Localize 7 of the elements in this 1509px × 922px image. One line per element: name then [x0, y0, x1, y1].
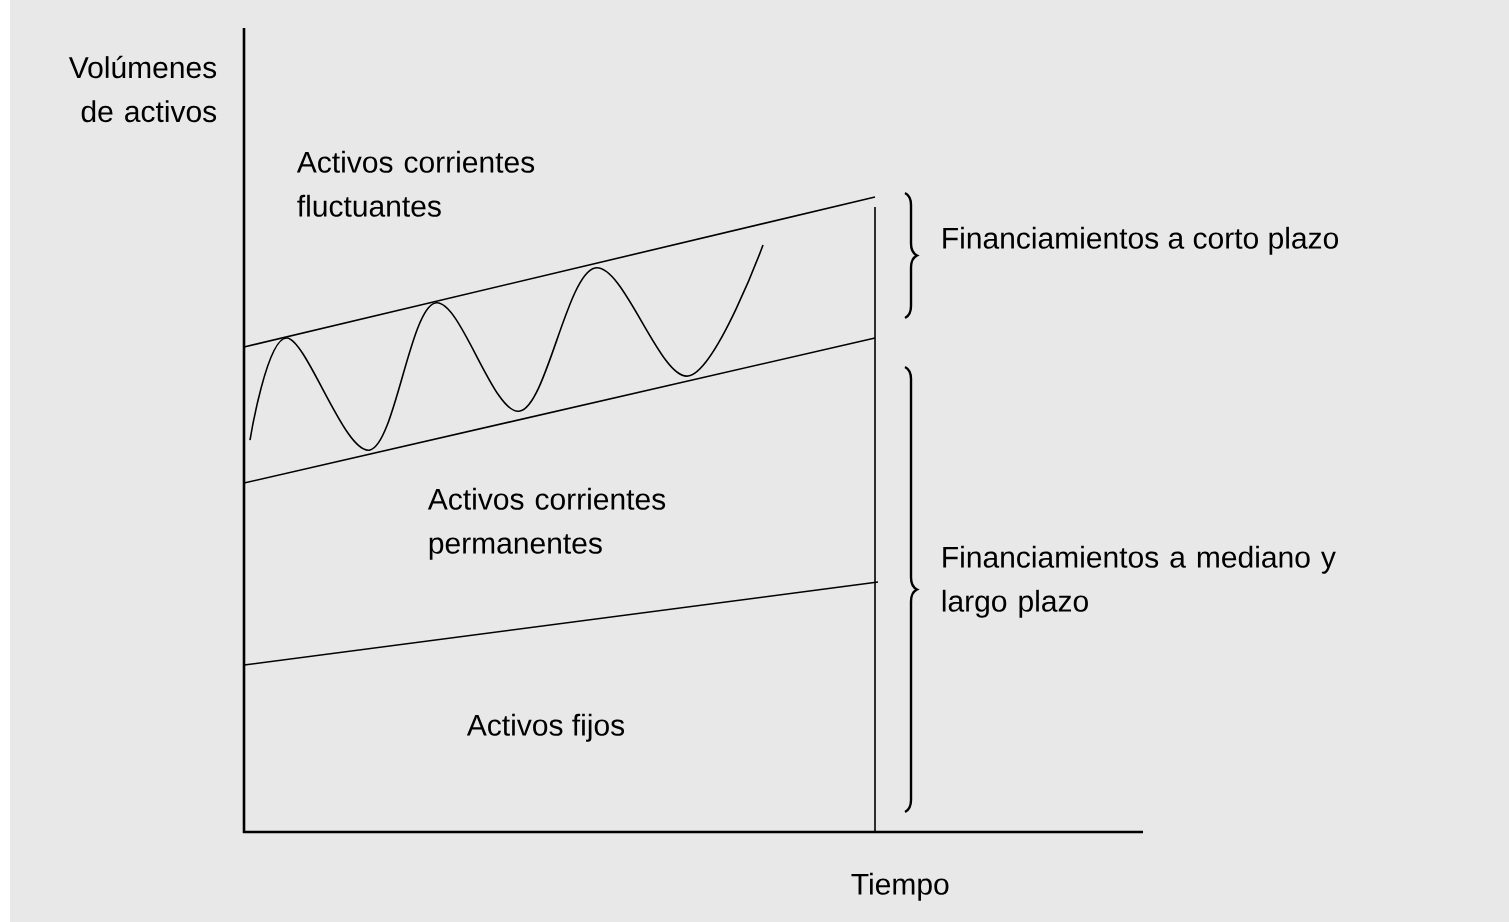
region-label: Activos corrientes permanentes	[427, 487, 666, 560]
region-label: Activos fijos	[466, 713, 625, 742]
brace-label: Financiamientos a mediano y largo plazo	[942, 545, 1336, 618]
axis-label: Volúmenes de activos	[68, 55, 217, 123]
axis-label: Tiempo	[851, 872, 949, 901]
brace-label: Financiamientos a corto plazo	[943, 226, 1338, 255]
region-label: Activos corrientes fluctuantes	[296, 150, 535, 217]
